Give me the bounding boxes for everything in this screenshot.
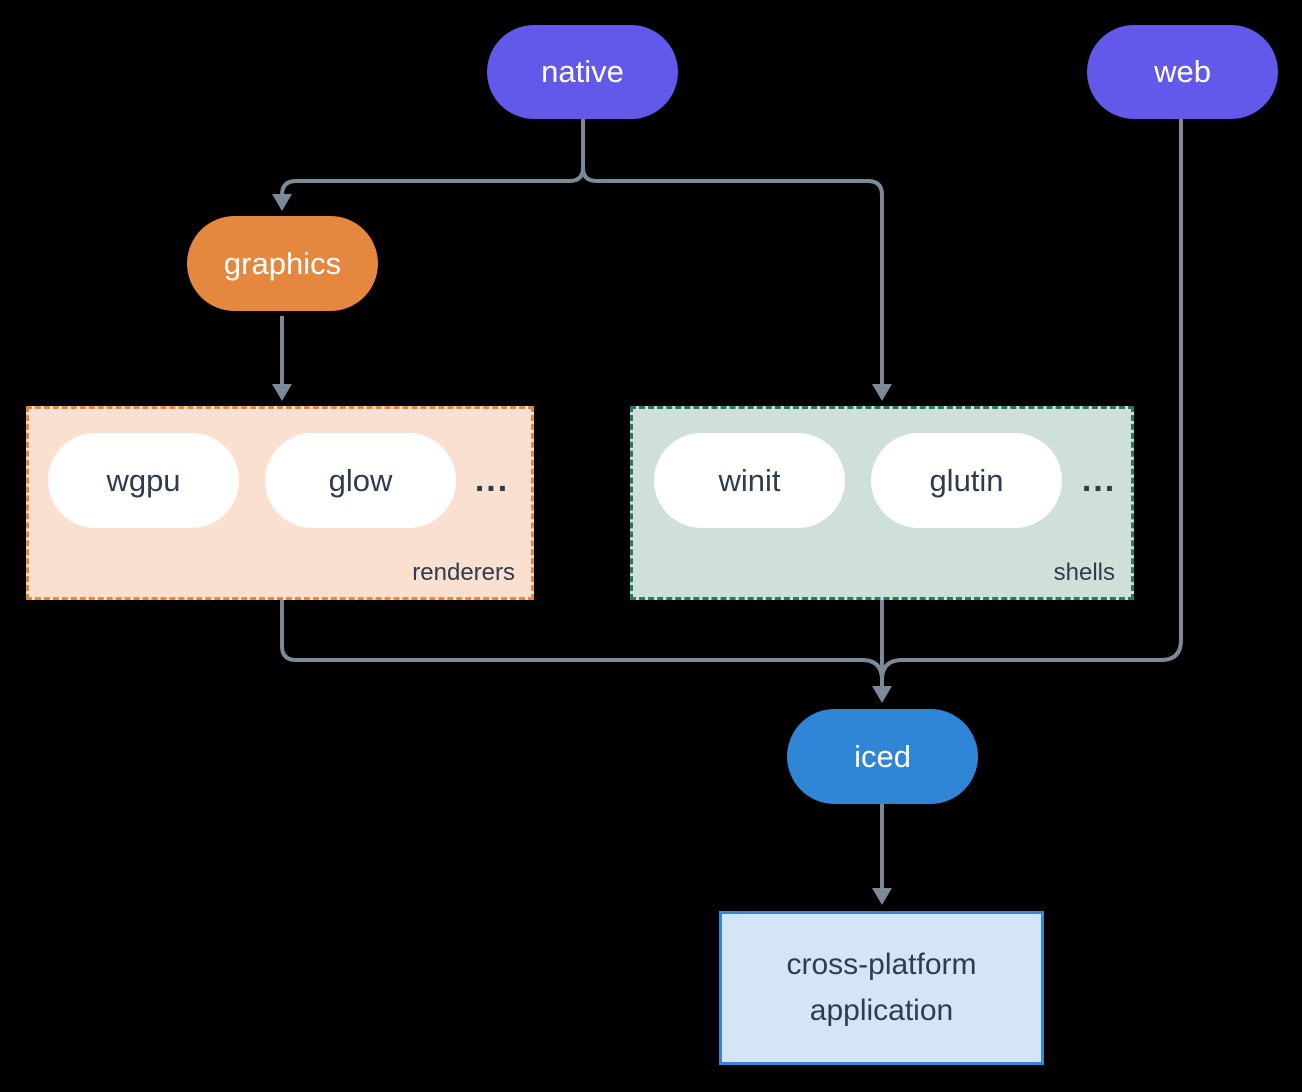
pill-glutin: glutin — [871, 433, 1062, 528]
node-web-label: web — [1154, 54, 1211, 89]
application-label-line1: cross-platform — [786, 948, 977, 981]
node-web: web — [1087, 25, 1278, 119]
arrowhead-icon — [872, 888, 892, 905]
connector-native-shells — [581, 167, 884, 384]
pill-glutin-label: glutin — [929, 462, 1004, 498]
node-iced-label: iced — [854, 738, 911, 774]
pill-glow-label: glow — [328, 462, 393, 498]
arrowhead-icon — [872, 384, 892, 401]
arrowhead-icon — [872, 686, 892, 703]
pill-wgpu: wgpu — [48, 433, 239, 528]
pill-winit: winit — [654, 433, 845, 528]
arrowhead-icon — [272, 384, 292, 401]
application-box: cross-platform application — [719, 911, 1044, 1065]
connector-native-graphics — [280, 119, 585, 196]
pill-wgpu-label: wgpu — [106, 462, 181, 498]
node-iced: iced — [787, 709, 978, 804]
connector-renderers-iced — [280, 600, 884, 681]
pill-glow: glow — [265, 433, 456, 528]
pill-winit-label: winit — [718, 462, 781, 498]
group-label-renderers: renderers — [412, 559, 515, 586]
renderers-ellipsis: ... — [474, 461, 510, 499]
connector-web-iced — [880, 119, 1183, 681]
node-native: native — [487, 25, 678, 119]
shells-ellipsis: ... — [1081, 461, 1117, 499]
group-renderers: wgpu glow ... renderers — [26, 406, 534, 600]
node-graphics: graphics — [187, 216, 378, 311]
node-graphics-label: graphics — [223, 245, 342, 281]
group-label-shells: shells — [1053, 559, 1115, 586]
group-shells: winit glutin ... shells — [630, 406, 1134, 600]
application-label-line2: application — [809, 994, 954, 1027]
arrowhead-icon — [272, 194, 292, 211]
node-native-label: native — [541, 54, 624, 89]
